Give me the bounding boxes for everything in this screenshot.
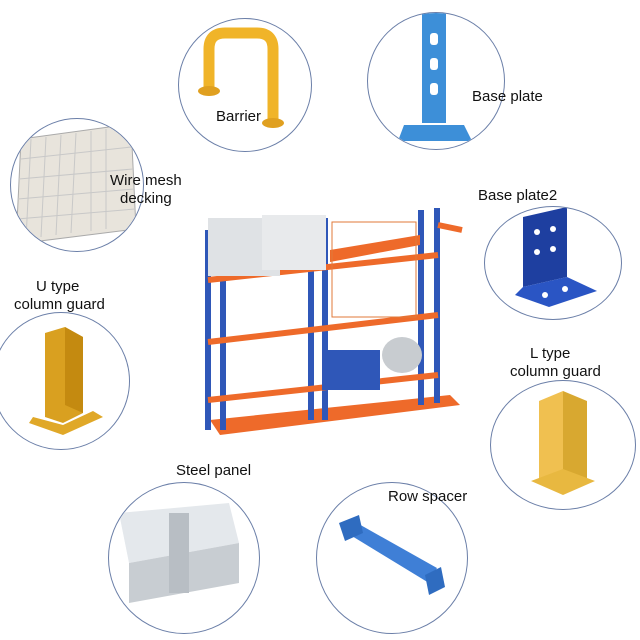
u-guard-label-line2: column guard [14,296,105,313]
u-guard-circle [0,312,130,450]
steel-panel-label: Steel panel [176,462,252,479]
base-plate-circle [367,12,505,150]
u-guard-image [29,327,103,435]
l-guard-label-line1: L type [530,345,571,362]
wire-mesh-label-line2: decking [119,190,172,207]
l-guard-label: L type column guard [510,345,601,381]
wire-mesh-label: Wire mesh decking [110,172,182,208]
base-plate2-image [515,207,597,307]
row-spacer-image [339,515,445,595]
steel-panel-circle [108,482,260,634]
base-plate-image [398,13,472,141]
rack-frame [205,208,463,435]
steel-panel-image [119,503,239,603]
u-guard-label-line1: U type [36,278,80,295]
base-plate2-circle [484,206,622,320]
l-guard-image [531,391,595,495]
barrier-circle [178,18,312,152]
row-spacer-label: Row spacer [388,488,468,505]
l-guard-circle [490,380,636,510]
barrier-label: Barrier [216,108,262,125]
base-plate-label: Base plate [472,88,543,105]
row-spacer-circle [316,482,468,634]
wire-mesh-image [15,123,137,245]
barrier-image [198,27,284,128]
wire-mesh-label-line1: Wire mesh [110,172,182,189]
wire-mesh-circle [10,118,144,252]
base-plate2-label: Base plate2 [478,187,558,204]
u-guard-label: U type column guard [14,278,105,314]
l-guard-label-line2: column guard [510,363,601,380]
